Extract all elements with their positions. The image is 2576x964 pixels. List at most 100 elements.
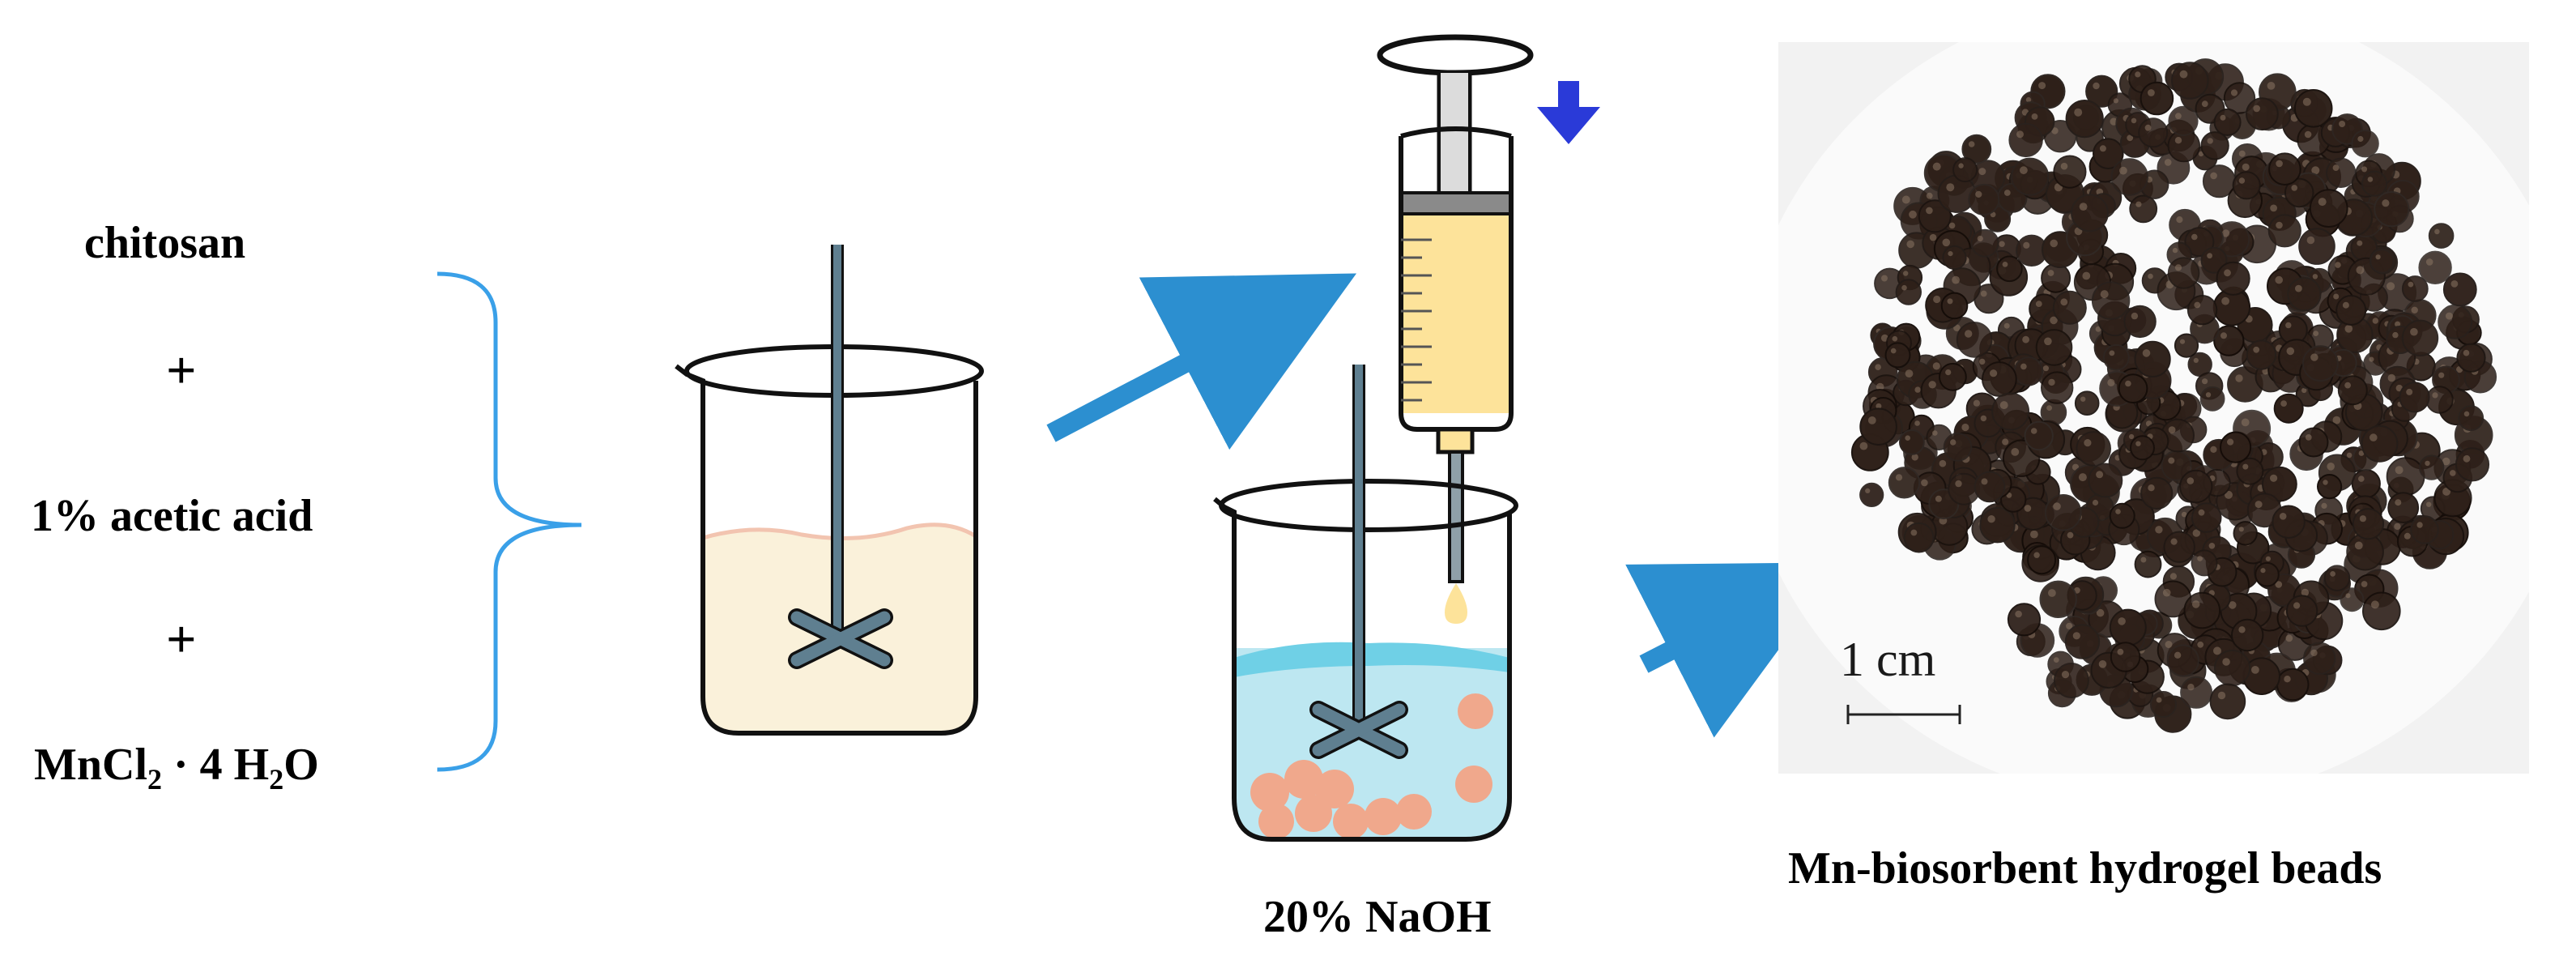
bead-highlight	[2061, 671, 2070, 679]
hydrogel-bead	[2064, 624, 2101, 659]
syringe-plunger-rod	[1441, 73, 1468, 193]
hydrogel-bead	[2123, 305, 2157, 339]
hydrogel-bead	[2216, 261, 2250, 296]
bead-highlight	[2411, 306, 2418, 314]
bead-highlight	[2198, 509, 2205, 516]
bead-highlight	[2060, 298, 2068, 306]
hydrogel-bead	[2024, 420, 2054, 451]
bead-highlight	[2046, 405, 2052, 411]
hydrogel-bead	[2027, 545, 2057, 575]
bead-highlight	[2284, 676, 2291, 683]
bead-highlight	[2067, 531, 2074, 539]
bead-highlight	[2117, 648, 2124, 655]
bead-highlight	[2450, 470, 2456, 476]
bead-highlight	[2024, 505, 2032, 512]
bead-highlight	[1926, 207, 1933, 215]
bead-highlight	[2230, 89, 2238, 96]
bead-highlight	[2426, 501, 2432, 507]
bead-highlight	[1935, 495, 1942, 502]
hydrogel-bead	[2361, 424, 2399, 463]
hydrogel-bead	[2140, 81, 2174, 116]
syringe-plunger-head	[1399, 191, 1513, 215]
bead-highlight	[2235, 374, 2243, 382]
hydrogel-bead	[2053, 663, 2089, 698]
bead-highlight	[2179, 70, 2188, 79]
bead-highlight	[1892, 335, 1898, 342]
bead-highlight	[2221, 229, 2230, 237]
hydrogel-bead	[2303, 642, 2336, 675]
bead-highlight	[2186, 477, 2195, 484]
bead-highlight	[1978, 168, 1986, 176]
bead-highlight	[2187, 684, 2195, 691]
hydrogel-bead	[2287, 277, 2322, 312]
bead-highlight	[2238, 527, 2244, 532]
bead-highlight	[2222, 658, 2230, 666]
hydrogel-bead	[2298, 427, 2329, 458]
bead-highlight	[2093, 82, 2100, 90]
ingredient-acetic-acid: 1% acetic acid	[31, 491, 313, 541]
bead-highlight	[1926, 192, 1933, 199]
bead-highlight	[2310, 353, 2318, 361]
bead-highlight	[2095, 326, 2101, 332]
hydrogel-bead	[2213, 108, 2242, 136]
bead-highlight	[2404, 532, 2411, 540]
syringe-nozzle	[1436, 427, 1475, 454]
bead-highlight	[2053, 657, 2059, 663]
hydrogel-bead	[1956, 322, 1993, 358]
bead-highlight	[1999, 401, 2008, 410]
bead-highlight	[2406, 388, 2413, 395]
hydrogel-bead	[2458, 405, 2484, 432]
bead-highlight	[1948, 222, 1956, 229]
hydrogel-bead	[2246, 339, 2277, 370]
bead-highlight	[2135, 441, 2141, 446]
beaker-crosslinking	[1213, 365, 1518, 842]
hydrogel-bead	[2071, 194, 2109, 232]
hydrogel-bead	[2041, 262, 2071, 293]
bead-highlight	[2208, 543, 2216, 549]
bead-highlight	[2425, 460, 2430, 467]
plus-sign-1: +	[166, 341, 197, 400]
bead-highlight	[1906, 240, 1914, 249]
bead-highlight	[2175, 113, 2182, 120]
hydrogel-bead	[2214, 649, 2251, 687]
hydrogel-bead	[2191, 549, 2218, 577]
bead-highlight	[2295, 284, 2302, 292]
bead-highlight	[2213, 646, 2221, 655]
hydrogel-bead	[2011, 157, 2050, 196]
bead-highlight	[2276, 160, 2283, 168]
hydrogel-bead	[2456, 343, 2486, 373]
bead-highlight	[2044, 337, 2052, 346]
bead-highlight	[2115, 509, 2121, 514]
hydrogel-bead	[2335, 295, 2367, 326]
bead-highlight	[2207, 253, 2212, 259]
bead-highlight	[2311, 166, 2320, 175]
bead-highlight	[2313, 331, 2319, 336]
bead-highlight	[1905, 369, 1914, 377]
hydrogel-bead	[2340, 587, 2365, 612]
bead-highlight	[2342, 301, 2349, 309]
bead-highlight	[2144, 124, 2152, 131]
hydrogel-bead	[2109, 608, 2147, 646]
naoh-label: 20% NaOH	[1263, 892, 1492, 942]
bead-highlight	[2080, 396, 2086, 402]
bead-highlight	[2162, 588, 2171, 597]
hydrogel-bead	[2374, 191, 2410, 228]
formula-mncl: MnCl	[34, 740, 147, 790]
bead-highlight	[1903, 271, 1909, 276]
bead-highlight	[2002, 262, 2008, 267]
bead-highlight	[2148, 89, 2155, 96]
hydrogel-bead	[2267, 214, 2301, 248]
bead-highlight	[2345, 593, 2351, 599]
bead-highlight	[2387, 373, 2395, 382]
bead-highlight	[2129, 433, 2135, 440]
bead-highlight	[2293, 602, 2301, 609]
scale-bar-label: 1 cm	[1840, 633, 1936, 686]
plus-sign-2: +	[166, 610, 197, 669]
bead-highlight	[2098, 660, 2107, 668]
bead-highlight	[2164, 159, 2172, 166]
bead-highlight	[2079, 203, 2088, 211]
bead-highlight	[1942, 238, 1951, 247]
hydrogel-bead	[2309, 189, 2348, 228]
hydrogel-bead	[2231, 618, 2264, 652]
bead-highlight	[2224, 269, 2231, 277]
